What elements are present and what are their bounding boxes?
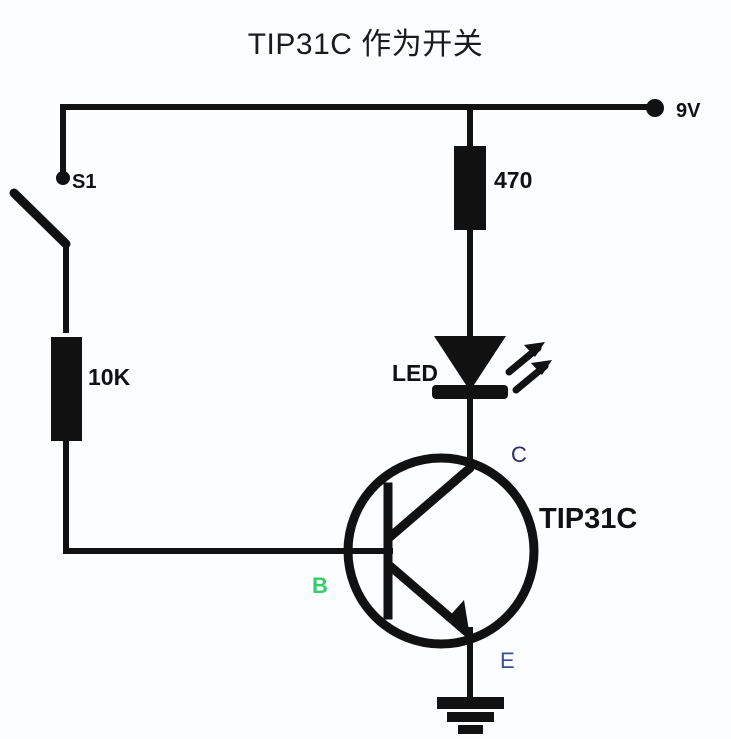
- emitter-terminal-label: E: [500, 648, 515, 673]
- led-symbol[interactable]: [432, 330, 552, 463]
- supply-voltage-label: 9V: [676, 100, 701, 122]
- transistor-part-label: TIP31C: [539, 503, 638, 535]
- supply-terminal-node[interactable]: [646, 99, 664, 117]
- resistor-470-symbol[interactable]: [454, 104, 486, 333]
- switch-label: S1: [72, 171, 97, 193]
- led-emission-arrows: [505, 342, 552, 394]
- transistor-q1-symbol[interactable]: [343, 453, 539, 702]
- collector-terminal-label: C: [511, 442, 527, 467]
- led-triangle: [434, 336, 506, 391]
- transistor-emitter-arrow: [446, 600, 470, 637]
- base-terminal-label: B: [312, 573, 328, 598]
- resistor-10k-symbol[interactable]: [51, 337, 82, 554]
- resistor-10k-label: 10K: [88, 364, 131, 390]
- switch-blade: [9, 188, 71, 249]
- ground-symbol: [437, 697, 504, 734]
- switch-upper-contact: [56, 171, 70, 185]
- transistor-envelope: [343, 453, 539, 649]
- resistor-470-label: 470: [494, 167, 533, 193]
- switch-s1-symbol[interactable]: [9, 171, 71, 333]
- led-label: LED: [392, 360, 438, 386]
- transistor-collector-lead: [385, 463, 475, 542]
- led-cathode-bar: [432, 385, 508, 399]
- supply-rail-wire: [60, 104, 656, 180]
- page-title: TIP31C 作为开关: [247, 28, 484, 61]
